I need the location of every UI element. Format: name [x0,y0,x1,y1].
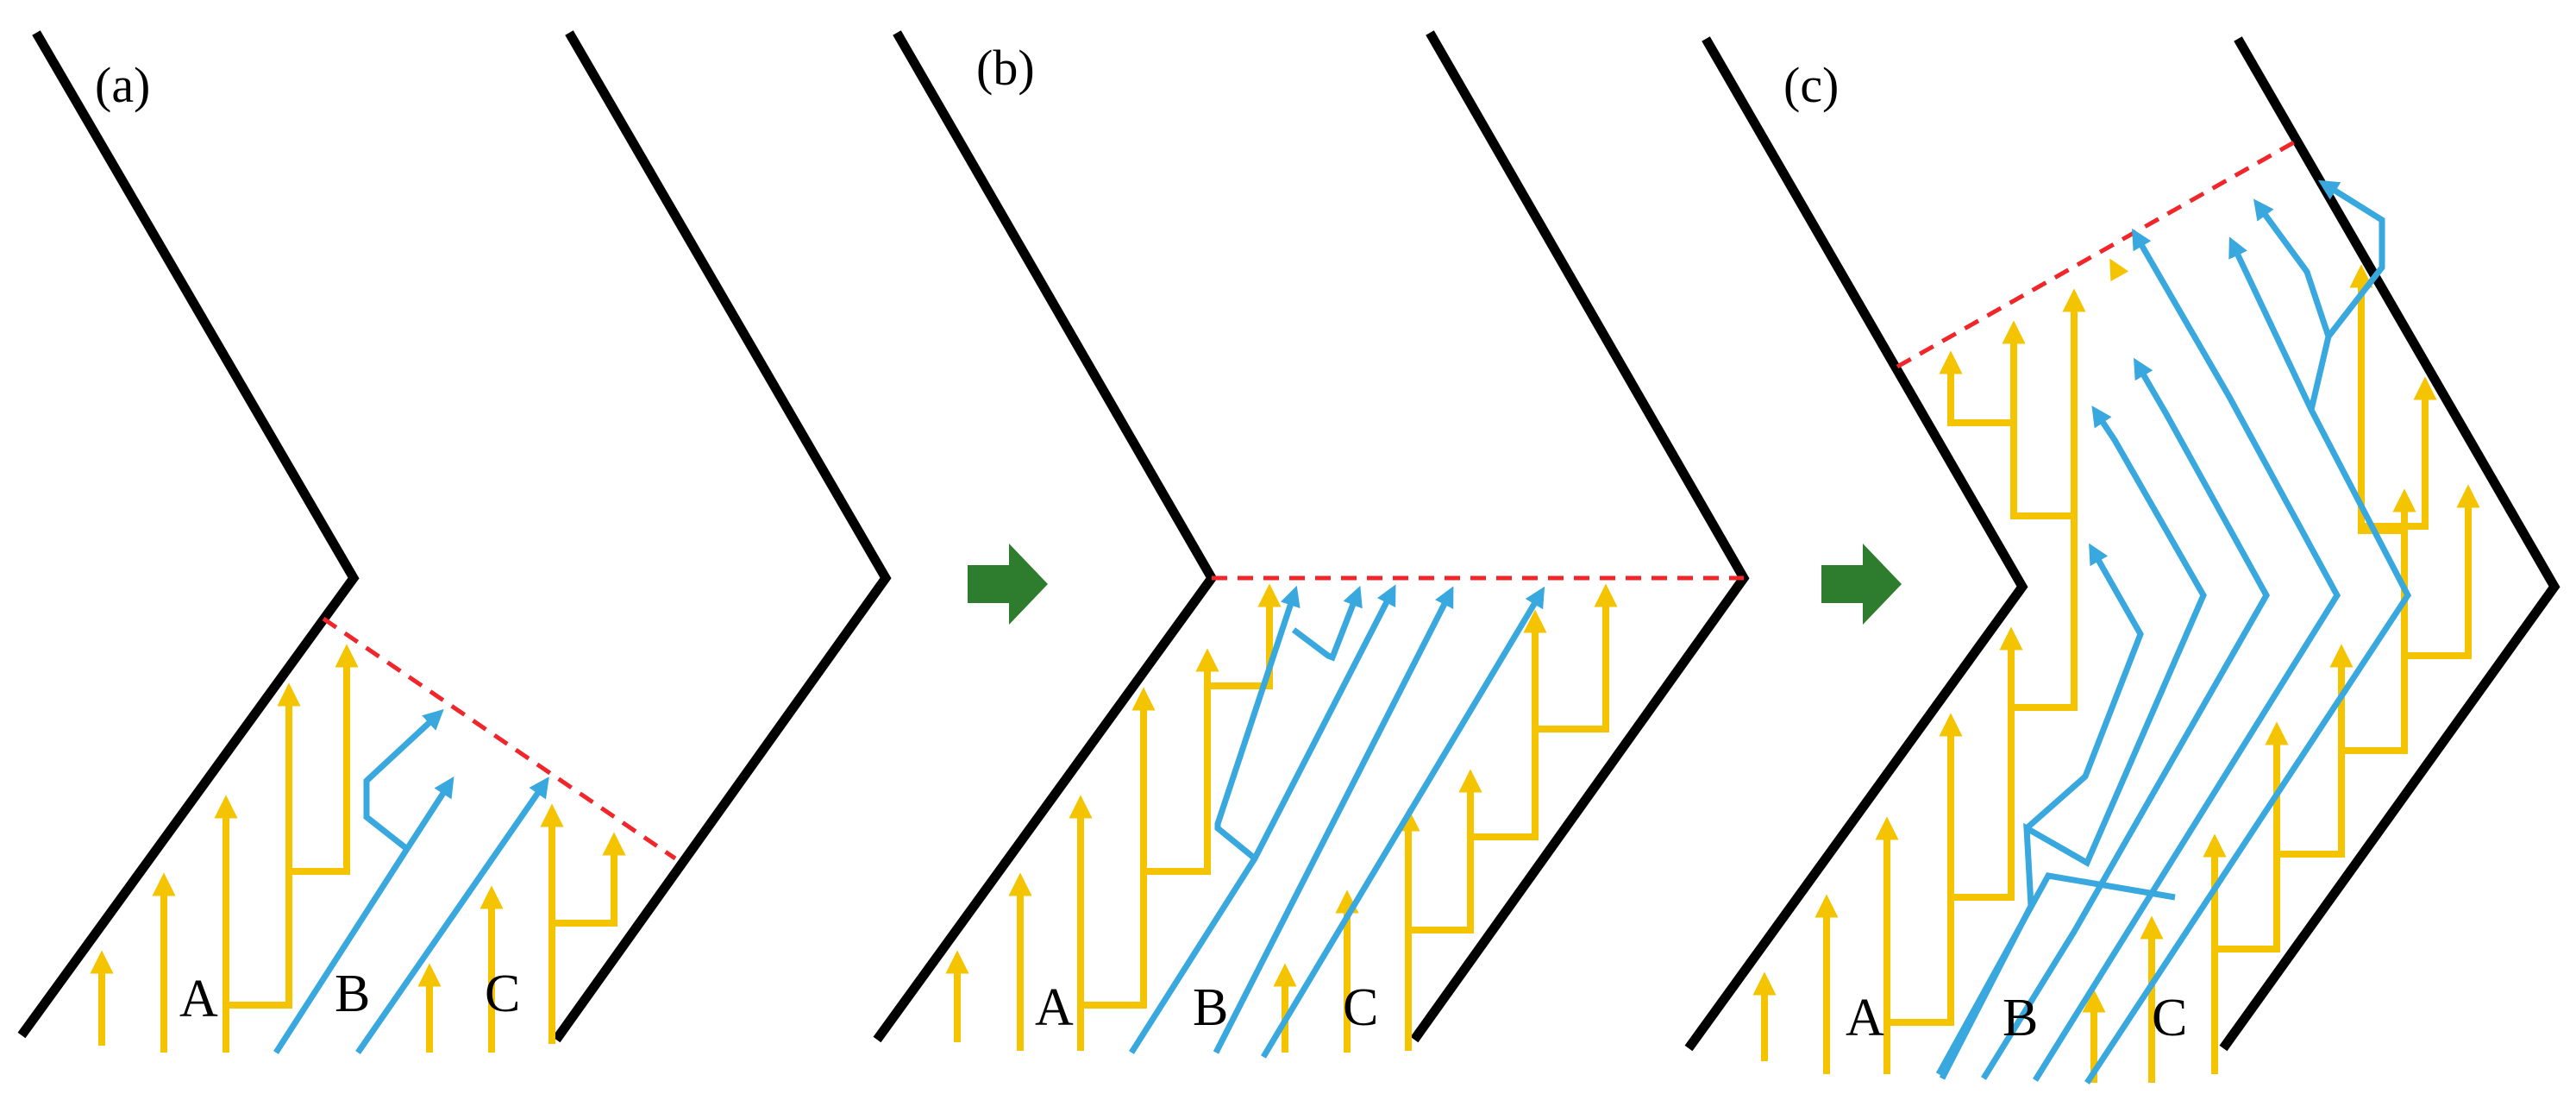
grain-label: A [1846,989,1884,1047]
step-arrow-icon [968,544,1048,625]
grain-label: A [179,970,218,1028]
grain-label: C [2152,989,2187,1047]
blue-grains [1129,584,1545,1059]
grain-labels: A B C [1035,978,1378,1037]
panel-b: (b) A B C [873,30,1750,1059]
panel-label: (a) [95,57,150,113]
grain-labels: A B C [179,965,520,1028]
panel-c: (c) [1684,36,2560,1084]
grain-label: C [485,965,520,1023]
grain-label: B [2003,989,2038,1047]
grain-label: C [1343,978,1378,1037]
grain-label: A [1035,978,1074,1037]
growth-front-line [322,616,677,861]
panel-label: (c) [1783,57,1839,113]
step-arrow-icon [1821,544,1902,625]
channel-walls [1684,36,2560,1052]
panel-a: (a) A B C [17,30,892,1054]
panel-label: (b) [976,40,1035,96]
blue-grains [273,708,549,1054]
yellow-grains [90,644,626,1053]
yellow-grains [1752,264,2480,1083]
channel-walls [17,30,892,1043]
channel-walls [873,30,1750,1043]
grain-label: B [1193,978,1228,1037]
blue-grains [1935,179,2412,1084]
grain-labels: A B C [1846,989,2187,1047]
yellow-grains [945,583,1618,1053]
grain-label: B [335,965,370,1023]
